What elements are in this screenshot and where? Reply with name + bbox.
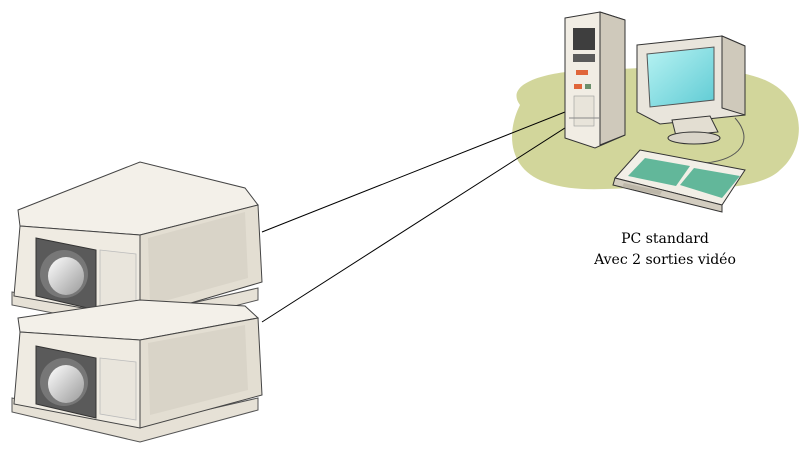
projector-lens: [48, 365, 84, 403]
projector-bottom: [11, 299, 263, 443]
pc-tower-icon: [564, 11, 626, 149]
projector-top: [11, 161, 263, 331]
monitor-screen: [646, 46, 715, 108]
pc-caption-line1: PC standard: [621, 231, 709, 247]
monitor-icon: [636, 35, 746, 164]
projector-lens: [48, 257, 84, 295]
keyboard-icon: [612, 149, 746, 213]
video-cable-1: [261, 111, 566, 233]
pc-caption-line2: Avec 2 sorties vidéo: [594, 252, 736, 268]
video-cable-2: [261, 125, 569, 323]
